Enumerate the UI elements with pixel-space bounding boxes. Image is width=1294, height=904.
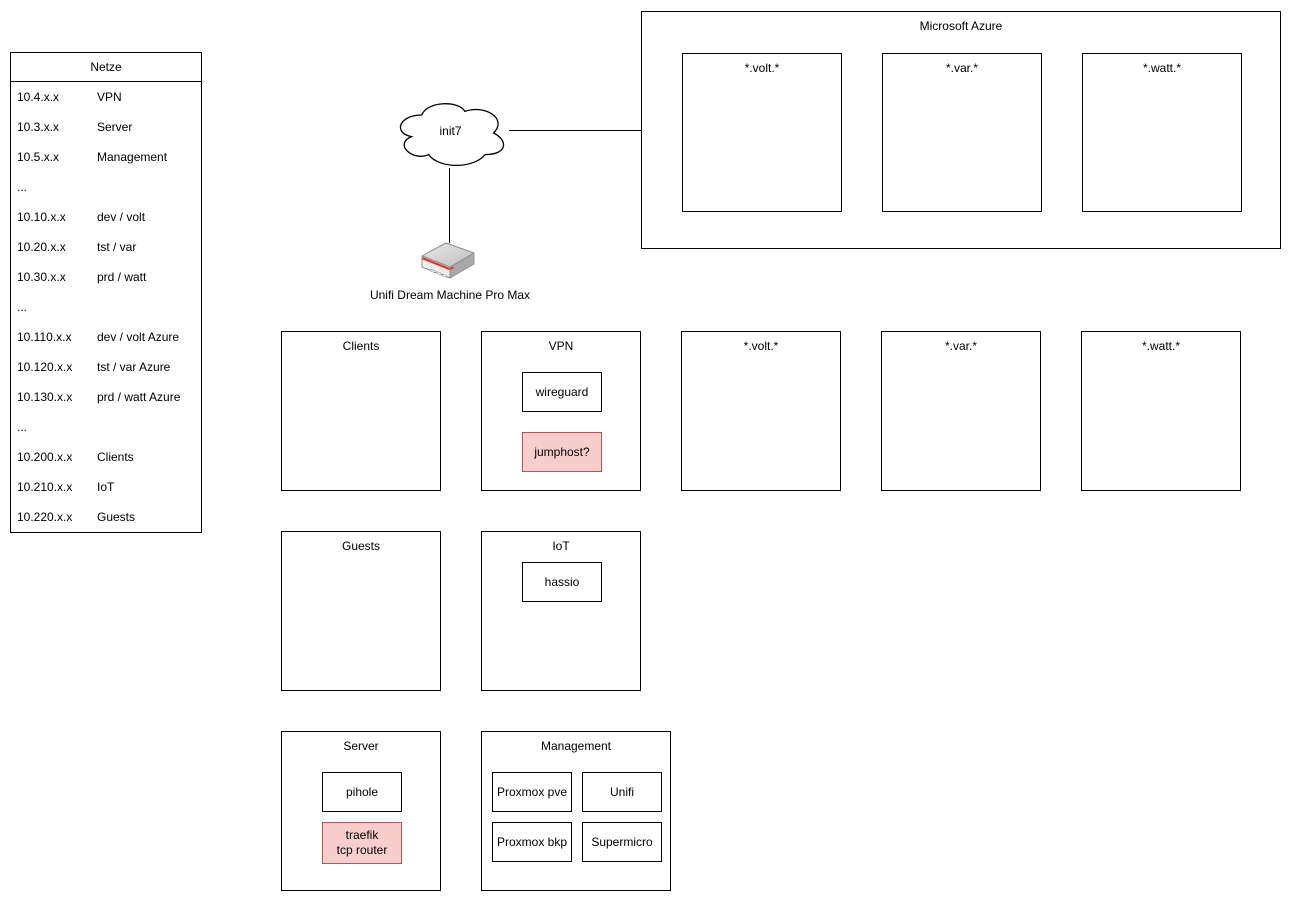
netze-row: 10.120.x.x tst / var Azure <box>11 352 201 382</box>
zone-var: *.var.* <box>881 331 1041 491</box>
router-label: Unifi Dream Machine Pro Max <box>369 288 531 302</box>
node-hassio: hassio <box>522 562 602 602</box>
azure-subnet-volt: *.volt.* <box>682 53 842 212</box>
zone-management: Management Proxmox pve Unifi Proxmox bkp… <box>481 731 671 891</box>
azure-subnet-volt-label: *.volt.* <box>744 61 780 75</box>
azure-subnet-var-label: *.var.* <box>945 61 978 75</box>
netze-row-ip: 10.130.x.x <box>17 390 73 404</box>
netze-row-ip: 10.3.x.x <box>17 120 60 134</box>
netze-row-ip: 10.4.x.x <box>17 90 60 104</box>
netze-row-ip: 10.200.x.x <box>17 450 73 464</box>
netze-row: ... <box>11 292 201 322</box>
netze-row-name: IoT <box>97 480 115 494</box>
internet-cloud-label: init7 <box>439 124 462 138</box>
node-unifi: Unifi <box>582 772 662 812</box>
netze-row-name: VPN <box>97 90 122 104</box>
netze-row-ip: 10.220.x.x <box>17 510 73 524</box>
netze-row-name: tst / var Azure <box>97 360 171 374</box>
netze-row: 10.220.x.x Guests <box>11 502 201 532</box>
netze-row: 10.3.x.x Server <box>11 112 201 142</box>
netze-row-name: dev / volt Azure <box>97 330 180 344</box>
zone-volt-label: *.volt.* <box>743 339 779 353</box>
node-supermicro: Supermicro <box>582 822 662 862</box>
netze-row-name: Management <box>97 150 168 164</box>
netze-row-ip: 10.110.x.x <box>17 330 72 344</box>
netze-table: Netze 10.4.x.x VPN 10.3.x.x Server 10.5.… <box>10 52 202 533</box>
zone-clients: Clients <box>281 331 441 491</box>
zone-var-label: *.var.* <box>944 339 977 353</box>
netze-row-ip: ... <box>17 180 28 194</box>
netze-row-name: Server <box>97 120 133 134</box>
zone-management-label: Management <box>540 739 612 753</box>
zone-clients-label: Clients <box>342 339 380 353</box>
azure-subnet-watt: *.watt.* <box>1082 53 1242 212</box>
node-traefik-tcp-router: traefik tcp router <box>322 822 402 864</box>
node-pihole: pihole <box>322 772 402 812</box>
zone-watt-label: *.watt.* <box>1141 339 1180 353</box>
azure-group: Microsoft Azure *.volt.* *.var.* *.watt.… <box>641 11 1281 249</box>
netze-table-body: 10.4.x.x VPN 10.3.x.x Server 10.5.x.x Ma… <box>11 82 201 532</box>
netze-row-name: prd / watt <box>97 270 147 284</box>
netze-row: 10.210.x.x IoT <box>11 472 201 502</box>
zone-watt: *.watt.* <box>1081 331 1241 491</box>
router-icon <box>421 242 475 279</box>
netze-row-ip: 10.30.x.x <box>17 270 66 284</box>
azure-subnet-watt-label: *.watt.* <box>1142 61 1181 75</box>
netze-table-title: Netze <box>11 53 201 82</box>
netze-row: 10.20.x.x tst / var <box>11 232 201 262</box>
netze-row: 10.130.x.x prd / watt Azure <box>11 382 201 412</box>
netze-row-ip: 10.120.x.x <box>17 360 73 374</box>
netze-row: ... <box>11 412 201 442</box>
netze-row-ip: 10.20.x.x <box>17 240 66 254</box>
zone-iot: IoT hassio <box>481 531 641 691</box>
zone-volt: *.volt.* <box>681 331 841 491</box>
node-jumphost: jumphost? <box>522 432 602 472</box>
node-proxmox-pve: Proxmox pve <box>492 772 572 812</box>
zone-vpn: VPN wireguard jumphost? <box>481 331 641 491</box>
netze-row: 10.200.x.x Clients <box>11 442 201 472</box>
zone-iot-label: IoT <box>552 539 570 553</box>
netze-row-name: dev / volt <box>97 210 146 224</box>
netze-row-ip: ... <box>17 300 28 314</box>
zone-guests-label: Guests <box>341 539 380 553</box>
netze-row-name: Guests <box>97 510 136 524</box>
azure-subnet-var: *.var.* <box>882 53 1042 212</box>
zone-server-label: Server <box>343 739 379 753</box>
netze-row-ip: 10.210.x.x <box>17 480 73 494</box>
zone-guests: Guests <box>281 531 441 691</box>
netze-row-name: tst / var <box>97 240 137 254</box>
zone-vpn-label: VPN <box>548 339 574 353</box>
netze-row-name: Clients <box>97 450 134 464</box>
netze-row-ip: 10.5.x.x <box>17 150 60 164</box>
netze-row: 10.30.x.x prd / watt <box>11 262 201 292</box>
link-cloud-router <box>449 168 450 243</box>
netze-row-ip: 10.10.x.x <box>17 210 66 224</box>
internet-cloud-icon <box>399 103 504 166</box>
link-cloud-azure <box>509 130 641 131</box>
netze-row-ip: ... <box>17 420 28 434</box>
zone-server: Server pihole traefik tcp router <box>281 731 441 891</box>
node-wireguard: wireguard <box>522 372 602 412</box>
netze-row: 10.5.x.x Management <box>11 142 201 172</box>
netze-row: 10.4.x.x VPN <box>11 82 201 112</box>
azure-group-title: Microsoft Azure <box>919 19 1003 33</box>
node-proxmox-bkp: Proxmox bkp <box>492 822 572 862</box>
netze-row-name: prd / watt Azure <box>97 390 181 404</box>
netze-row: 10.110.x.x dev / volt Azure <box>11 322 201 352</box>
netze-row: 10.10.x.x dev / volt <box>11 202 201 232</box>
netze-row: ... <box>11 172 201 202</box>
